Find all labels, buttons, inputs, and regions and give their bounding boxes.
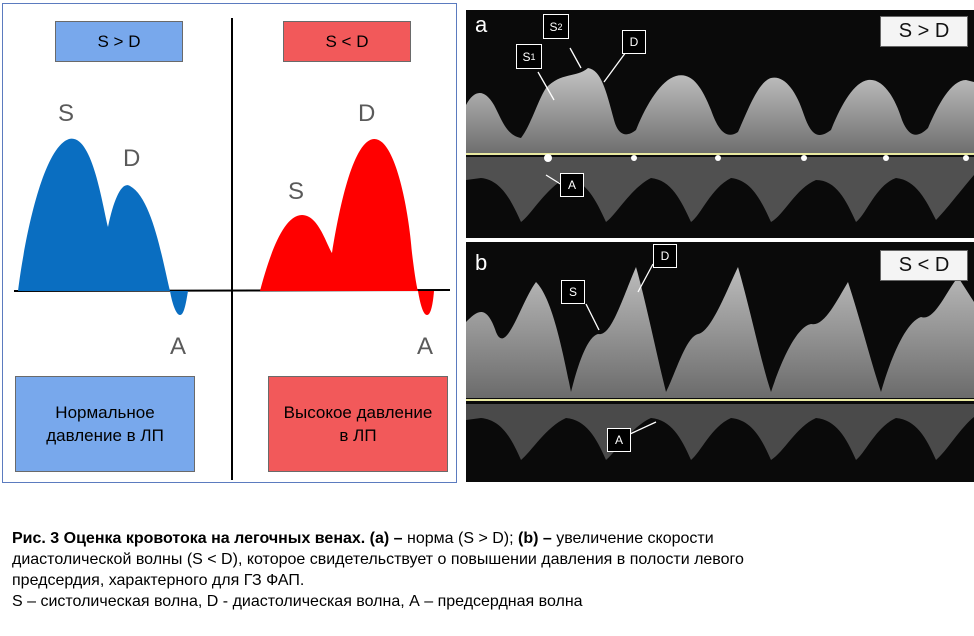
high-pressure-waveform <box>260 138 418 291</box>
schematic-frame <box>2 3 457 483</box>
high-pressure-box: Высокое давление в ЛП <box>268 376 448 472</box>
marker-a-b: A <box>607 428 631 452</box>
tag-s-less-d: S < D <box>283 21 411 62</box>
caption-line-2: диастолической волны (S < D), которое св… <box>12 551 744 568</box>
tag-s-less-d-text: S < D <box>325 32 369 51</box>
waveform-schematic <box>13 138 451 315</box>
doppler-trace-a <box>466 47 974 222</box>
label-left-s: S <box>58 100 75 127</box>
caption-line-3: предсердия, характерного для ГЗ ФАП. <box>12 572 305 589</box>
tag-s-greater-d-text: S > D <box>97 32 141 51</box>
marker-s2-sub: 2 <box>557 21 563 32</box>
caption-bold-1: Рис. 3 Оценка кровотока на легочных вена… <box>12 530 408 547</box>
label-left-d: D <box>123 145 141 172</box>
marker-s1-sub: 1 <box>530 51 536 62</box>
panel-a-letter: a <box>475 12 488 37</box>
marker-d-a: D <box>622 30 646 54</box>
caption-normal-2: увеличение скорости <box>556 530 714 547</box>
marker-d-b: D <box>653 244 677 268</box>
label-right-s: S <box>288 178 305 205</box>
marker-s-b: S <box>561 280 585 304</box>
caption-bold-2: (b) – <box>518 530 557 547</box>
caption-line-4: S – систолическая волна, D - диастоличес… <box>12 593 583 610</box>
marker-s1-main: S <box>522 49 531 64</box>
marker-a-a: A <box>560 173 584 197</box>
caption-line-1: Рис. 3 Оценка кровотока на легочных вена… <box>12 528 962 549</box>
figure-caption: Рис. 3 Оценка кровотока на легочных вена… <box>12 528 962 612</box>
tag-s-greater-d: S > D <box>55 21 183 62</box>
label-left-a: A <box>170 333 187 360</box>
normal-a-wave <box>170 291 188 315</box>
normal-pressure-text: Нормальное давление в ЛП <box>46 403 164 445</box>
doppler-trace-b <box>466 263 974 460</box>
caption-normal-1: норма (S > D); <box>407 530 518 547</box>
schematic-divider <box>231 18 233 480</box>
label-right-d: D <box>358 100 376 127</box>
normal-waveform <box>18 138 170 291</box>
high-pressure-a-wave <box>418 291 434 315</box>
panel-b-letter: b <box>475 250 488 275</box>
marker-s2-main: S <box>549 19 558 34</box>
label-right-a: A <box>417 333 434 360</box>
normal-pressure-box: Нормальное давление в ЛП <box>15 376 195 472</box>
panel-b-tag: S < D <box>880 250 968 281</box>
doppler-panel-b <box>466 242 974 482</box>
panel-a-tag: S > D <box>880 16 968 47</box>
high-pressure-text: Высокое давление в ЛП <box>283 403 433 445</box>
doppler-panel-a <box>466 10 974 238</box>
